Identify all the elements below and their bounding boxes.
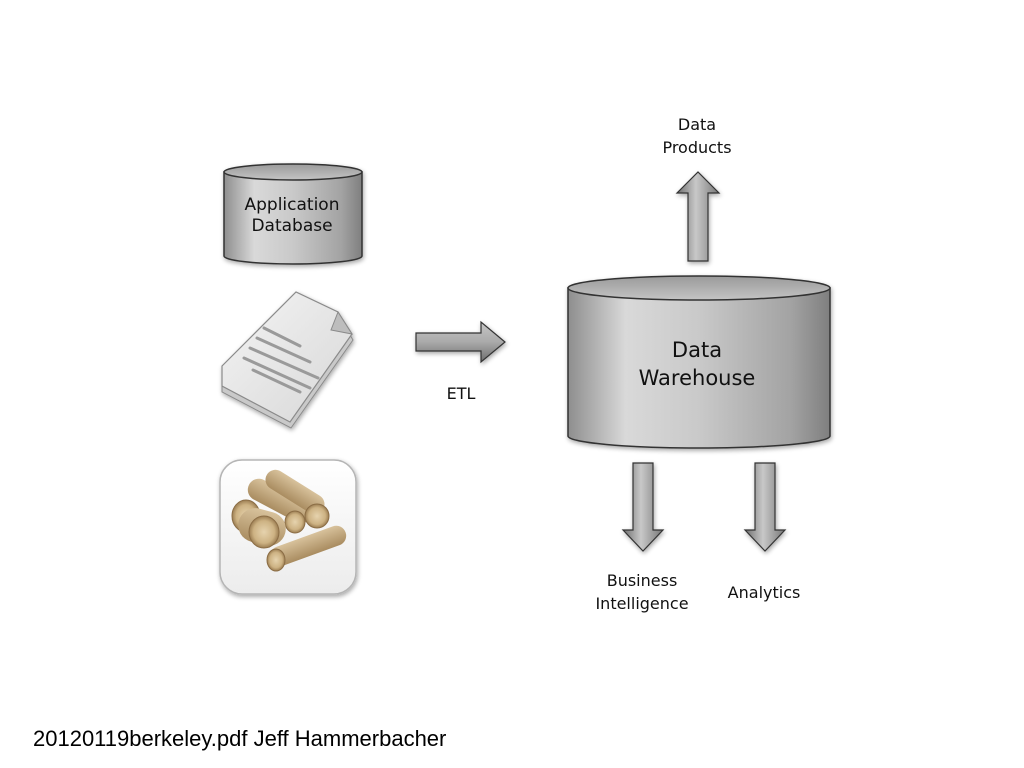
analytics-label: Analytics	[728, 583, 801, 602]
application-database-label-line2: Database	[251, 216, 332, 236]
application-database-label-line1: Application	[245, 195, 340, 215]
business-intelligence-label-line2: Intelligence	[595, 594, 688, 613]
business-intelligence-label-line1: Business	[607, 571, 678, 590]
data-warehouse-label-line2: Warehouse	[639, 366, 756, 390]
data-products-label-line1: Data	[678, 115, 716, 134]
etl-arrow-icon	[415, 320, 506, 364]
footer-caption: 20120119berkeley.pdf Jeff Hammerbacher	[33, 726, 447, 751]
data-products-label-line2: Products	[662, 138, 731, 157]
application-database-cylinder	[223, 163, 363, 265]
data-warehouse-label-line1: Data	[672, 338, 722, 362]
document-icon	[221, 291, 354, 429]
down-arrow-bi-icon	[621, 462, 665, 552]
wood-logs-illustration	[231, 469, 347, 572]
logs-icon	[219, 459, 357, 595]
etl-label: ETL	[447, 384, 476, 403]
down-arrow-analytics-icon	[743, 462, 787, 552]
data-warehouse-cylinder	[567, 275, 831, 449]
up-arrow-icon	[675, 171, 721, 262]
